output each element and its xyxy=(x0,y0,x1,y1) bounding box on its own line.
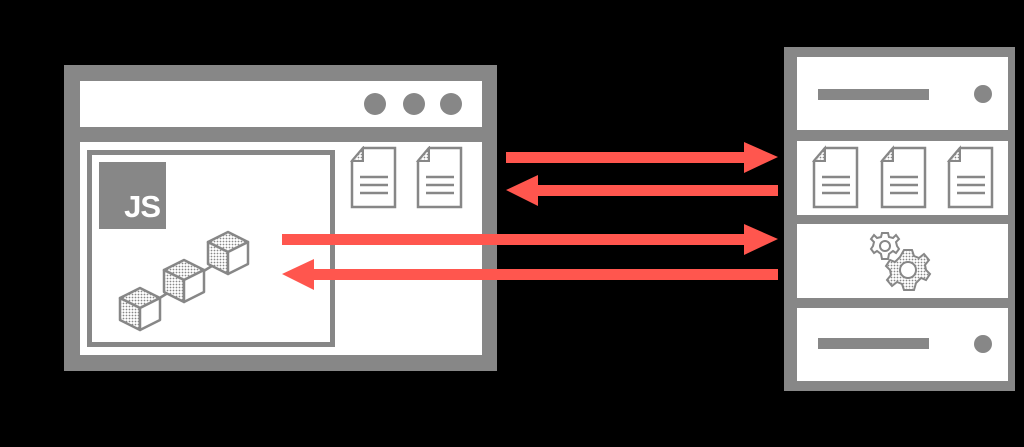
drive-led-icon xyxy=(974,335,992,353)
arrow-request-documents xyxy=(506,142,778,173)
js-badge-icon: JS xyxy=(99,162,166,229)
arrow-request-api xyxy=(282,224,778,255)
drive-slot-icon xyxy=(818,338,929,349)
module-cubes-icon xyxy=(118,230,250,332)
window-control-dot-icon xyxy=(364,93,386,115)
window-control-dot-icon xyxy=(440,93,462,115)
drive-led-icon xyxy=(974,85,992,103)
gears-icon xyxy=(869,232,932,291)
arrow-response-documents xyxy=(506,175,778,206)
js-badge-label: JS xyxy=(124,189,161,224)
window-control-dot-icon xyxy=(403,93,425,115)
drive-slot-icon xyxy=(818,89,929,100)
arrow-response-api xyxy=(282,259,778,290)
